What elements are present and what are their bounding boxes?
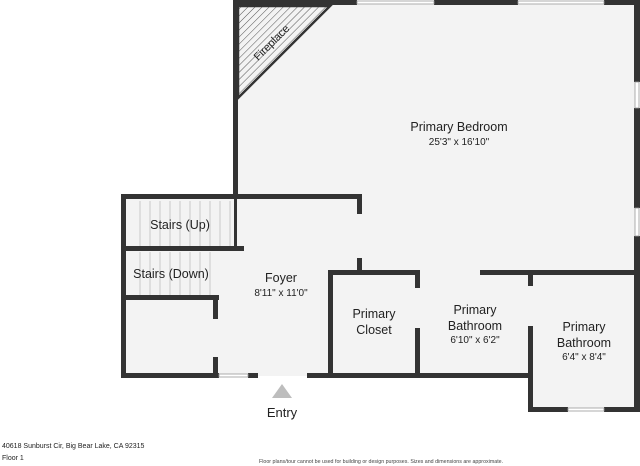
primary-bathroom-2-name-line2: Bathroom — [557, 336, 611, 350]
primary-bathroom-2-name-line1: Primary — [562, 320, 606, 334]
stairs-up-treads — [139, 201, 231, 246]
stairs-up-label: Stairs (Up) — [150, 218, 210, 232]
floor-fills — [124, 4, 638, 410]
primary-bathroom-2-dims: 6'4" x 8'4" — [562, 352, 606, 363]
primary-bathroom-1-name-line2: Bathroom — [448, 319, 502, 333]
entry-arrow-icon — [272, 384, 292, 398]
entry-label: Entry — [267, 405, 298, 420]
foyer-dims: 8'11" x 11'0" — [254, 288, 308, 299]
property-address: 40618 Sunburst Cir, Big Bear Lake, CA 92… — [2, 443, 145, 450]
primary-closet-name-line2: Closet — [356, 323, 392, 337]
walls — [121, 0, 640, 412]
stairs-down-label: Stairs (Down) — [133, 267, 209, 281]
stairs-down-treads — [139, 252, 211, 296]
floor-label: Floor 1 — [2, 455, 24, 462]
primary-bathroom-1-dims: 6'10" x 6'2" — [450, 335, 500, 346]
primary-bedroom-dims: 25'3" x 16'10" — [429, 137, 490, 148]
primary-bedroom-name: Primary Bedroom — [410, 120, 507, 134]
primary-closet-name-line1: Primary — [352, 307, 396, 321]
foyer-name: Foyer — [265, 271, 297, 285]
primary-bathroom-1-name-line1: Primary — [453, 303, 497, 317]
windows — [218, 0, 640, 412]
disclaimer-text: Floor plans/tour cannot be used for buil… — [259, 459, 504, 465]
